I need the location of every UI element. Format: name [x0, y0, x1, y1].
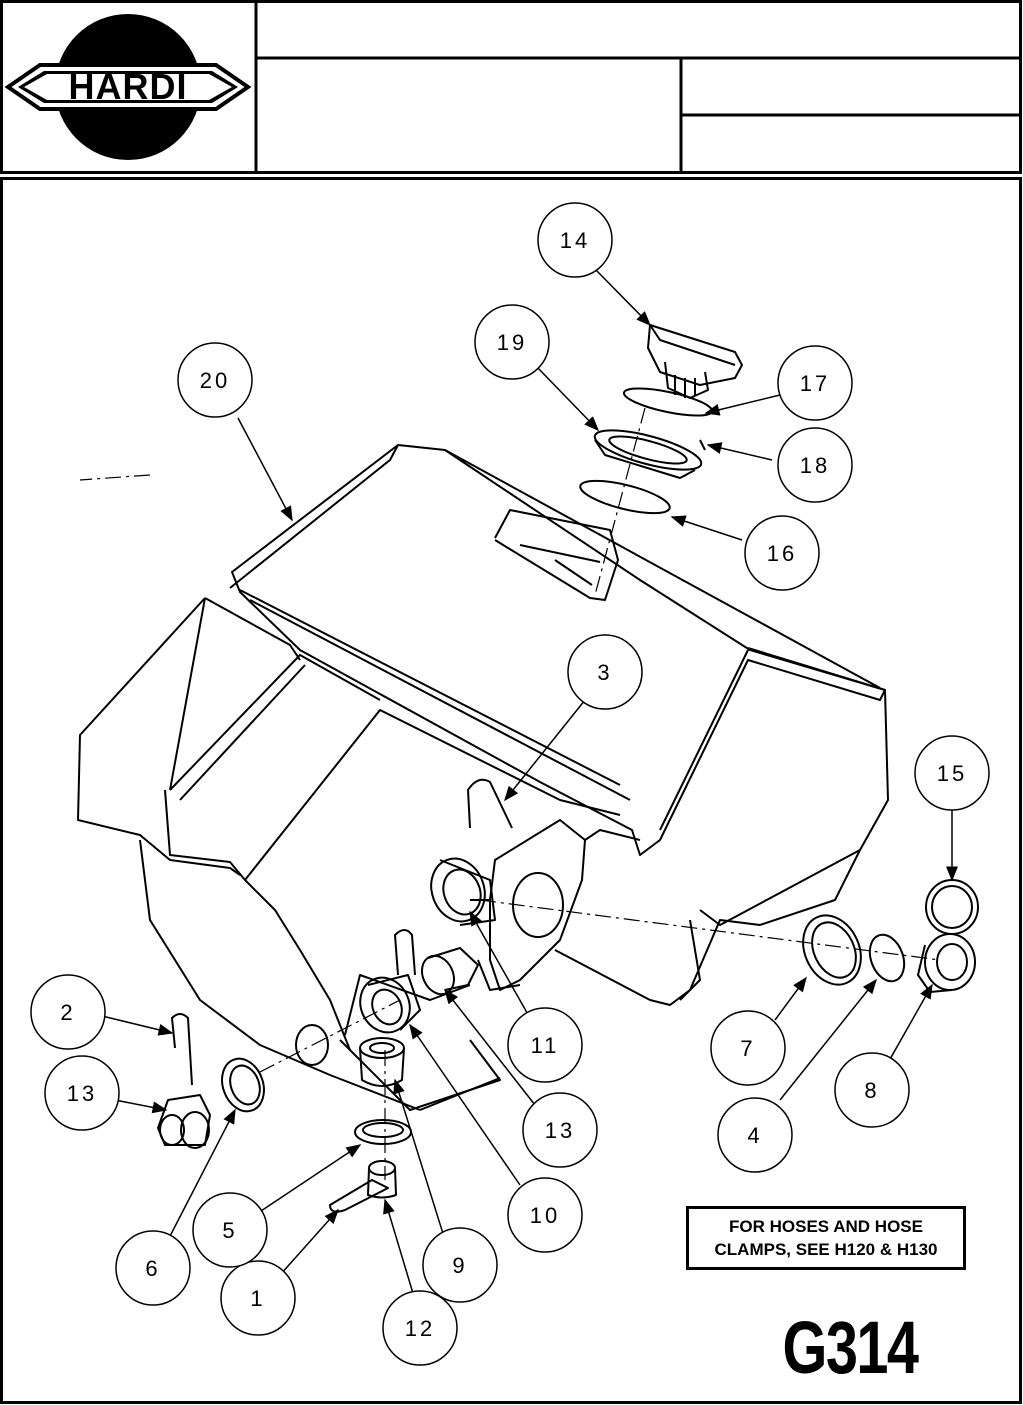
ring-part-6	[221, 1057, 265, 1113]
callout-circle	[710, 1010, 786, 1086]
callout-circle	[192, 1192, 268, 1268]
fitting-part-8	[917, 933, 976, 993]
note-line-2: CLAMPS, SEE H120 & H130	[714, 1240, 938, 1259]
pin-part-18	[699, 439, 706, 451]
callout-label: 11	[531, 1033, 560, 1058]
callout-circle	[44, 1055, 120, 1131]
callout-label: 8	[864, 1078, 879, 1103]
callout-label: 13	[545, 1118, 575, 1143]
ring-part-5	[354, 1119, 412, 1145]
valve-part-12	[367, 1160, 397, 1199]
drawing-description	[270, 70, 670, 100]
callout-circle	[567, 634, 643, 710]
callout-c11: 11	[507, 1007, 583, 1083]
callout-label: 10	[530, 1203, 560, 1228]
fitting-part-11	[430, 857, 496, 926]
callout-circle	[382, 1290, 458, 1366]
callout-c10: 10	[507, 1177, 583, 1253]
callout-circle	[744, 515, 820, 591]
fitting-part-10	[359, 974, 421, 1034]
field-right-bottom	[695, 127, 1010, 157]
callout-c2: 2	[30, 974, 106, 1050]
handle-part-1	[329, 1179, 389, 1213]
hardi-logo: HARDI	[4, 14, 252, 160]
callout-c18: 18	[777, 427, 853, 503]
callout-c17: 17	[777, 345, 853, 421]
callout-label: 18	[800, 453, 830, 478]
callout-circle	[30, 974, 106, 1050]
ring-part-4	[868, 933, 906, 983]
callout-c1: 1	[220, 1260, 296, 1336]
title-block: HARDI	[0, 0, 1022, 174]
tank-lid-part-14	[647, 324, 743, 399]
callout-c12: 12	[382, 1290, 458, 1366]
callout-label: 2	[60, 1000, 75, 1025]
callout-c5: 5	[192, 1192, 268, 1268]
callout-label: 5	[222, 1218, 237, 1243]
callout-circle	[507, 1007, 583, 1083]
callout-c16: 16	[744, 515, 820, 591]
callout-label: 19	[497, 330, 527, 355]
callout-label: 4	[747, 1123, 762, 1148]
collar-part-19	[593, 429, 703, 479]
callout-label: 1	[250, 1286, 265, 1311]
clip-part-2	[171, 1013, 193, 1086]
callout-c4: 4	[717, 1097, 793, 1173]
gasket-part-16	[579, 479, 671, 515]
callout-label: 17	[800, 371, 830, 396]
callout-circle	[474, 304, 550, 380]
callout-c14: 14	[537, 202, 613, 278]
clip-part-3	[467, 778, 513, 829]
callout-c19: 19	[474, 304, 550, 380]
fitting-part-9	[359, 1037, 405, 1087]
drawing-title	[270, 14, 1010, 44]
callout-label: 20	[200, 368, 230, 393]
callout-circle	[220, 1260, 296, 1336]
callout-label: 6	[145, 1256, 160, 1281]
callout-circle	[115, 1230, 191, 1306]
callout-circle	[507, 1177, 583, 1253]
note-line-1: FOR HOSES AND HOSE	[729, 1217, 923, 1236]
callout-label: 3	[597, 660, 612, 685]
callout-c20: 20	[177, 342, 253, 418]
field-right-top	[695, 70, 1010, 100]
callout-c7: 7	[710, 1010, 786, 1086]
callout-circle	[537, 202, 613, 278]
callout-label: 7	[740, 1036, 755, 1061]
ring-part-7	[802, 914, 862, 986]
callout-circle	[177, 342, 253, 418]
callout-label: 14	[560, 228, 590, 253]
callout-circle	[834, 1052, 910, 1128]
callout-c13a: 13	[44, 1055, 120, 1131]
callout-label: 16	[767, 541, 797, 566]
callout-c3: 3	[567, 634, 643, 710]
callout-c6: 6	[115, 1230, 191, 1306]
svg-text:HARDI: HARDI	[69, 66, 188, 107]
callout-c9: 9	[422, 1227, 498, 1303]
callout-circle	[717, 1097, 793, 1173]
callout-circle	[777, 427, 853, 503]
clip-part-10-pin	[394, 929, 416, 976]
callout-label: 12	[405, 1316, 435, 1341]
leader-lines	[97, 267, 958, 1301]
callout-c15: 15	[914, 735, 990, 811]
callout-label: 13	[67, 1081, 97, 1106]
callout-circle	[777, 345, 853, 421]
callout-label: 9	[452, 1253, 467, 1278]
cap-part-15	[925, 879, 979, 935]
callout-c13b: 13	[522, 1092, 598, 1168]
fitting-part-13-left	[157, 1094, 211, 1149]
callout-label: 15	[937, 761, 967, 786]
callout-circle	[422, 1227, 498, 1303]
drawing-code: G314	[782, 1306, 920, 1389]
hose-reference-note: FOR HOSES AND HOSE CLAMPS, SEE H120 & H1…	[686, 1206, 966, 1270]
callout-c8: 8	[834, 1052, 910, 1128]
callout-circle	[914, 735, 990, 811]
tank-body	[77, 444, 889, 1111]
callout-circle	[522, 1092, 598, 1168]
